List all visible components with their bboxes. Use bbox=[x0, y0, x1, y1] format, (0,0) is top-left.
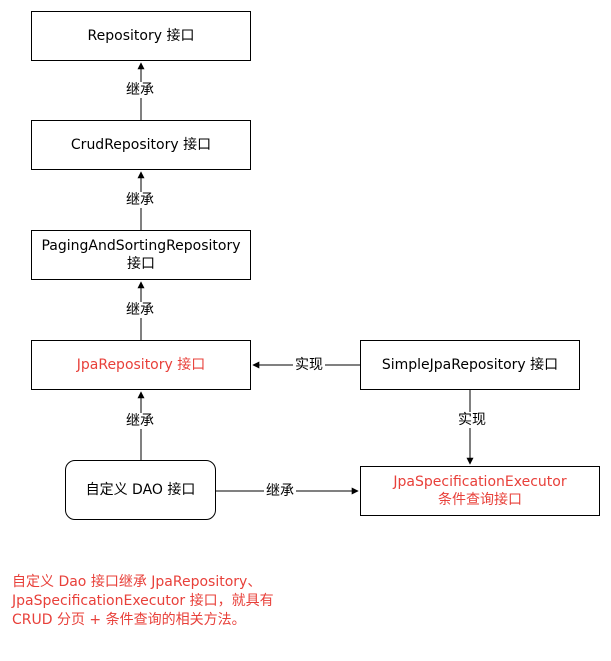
node-simple-jpa-repository: SimpleJpaRepository 接口 bbox=[360, 340, 580, 390]
node-custom-dao: 自定义 DAO 接口 bbox=[65, 460, 216, 520]
node-custom-dao-label: 自定义 DAO 接口 bbox=[85, 482, 196, 498]
node-repository-label: Repository 接口 bbox=[87, 28, 195, 44]
explanation-note: 自定义 Dao 接口继承 JpaRepository、 JpaSpecifica… bbox=[12, 574, 274, 628]
node-simple-jpa-repository-label: SimpleJpaRepository 接口 bbox=[381, 357, 559, 373]
node-paging-and-sorting-repository: PagingAndSortingRepository 接口 bbox=[31, 230, 251, 280]
node-jpa-repository-label: JpaRepository 接口 bbox=[76, 357, 206, 373]
node-paging-label-line2: 接口 bbox=[127, 256, 155, 272]
edge-label-dao-to-jpa: 继承 bbox=[124, 413, 156, 429]
node-jpa-specification-executor: JpaSpecificationExecutor 条件查询接口 bbox=[360, 466, 600, 516]
node-jpa-repository: JpaRepository 接口 bbox=[31, 340, 251, 390]
node-spec-exec-label-line2: 条件查询接口 bbox=[438, 492, 522, 508]
node-spec-exec-label-line1: JpaSpecificationExecutor bbox=[393, 474, 567, 490]
edge-label-crud-to-repository: 继承 bbox=[124, 82, 156, 98]
edge-label-dao-to-spec: 继承 bbox=[264, 483, 296, 499]
node-paging-label-line1: PagingAndSortingRepository bbox=[41, 238, 241, 254]
edge-label-simple-to-jpa: 实现 bbox=[293, 357, 325, 373]
edge-label-paging-to-crud: 继承 bbox=[124, 192, 156, 208]
edge-label-jpa-to-paging: 继承 bbox=[124, 302, 156, 318]
edge-label-simple-to-spec: 实现 bbox=[456, 412, 488, 428]
node-crud-repository-label: CrudRepository 接口 bbox=[70, 137, 212, 153]
node-repository: Repository 接口 bbox=[31, 11, 251, 61]
node-crud-repository: CrudRepository 接口 bbox=[31, 120, 251, 170]
